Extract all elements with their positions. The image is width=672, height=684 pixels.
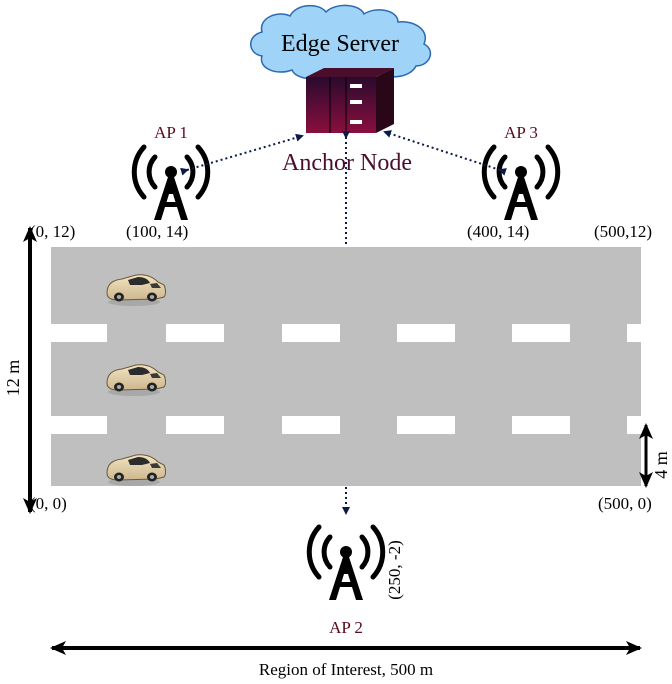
server-icon — [306, 68, 394, 133]
edge-server-label: Edge Server — [281, 31, 399, 57]
corner-top-right: (500,12) — [594, 222, 652, 241]
corner-bottom-left: (0, 0) — [30, 494, 67, 513]
link-ap3-server — [383, 130, 507, 176]
ap1-coords: (100, 14) — [126, 222, 188, 241]
cloud-icon — [250, 4, 432, 81]
ap1-label: AP 1 — [154, 123, 188, 142]
region-label: Region of Interest, 500 m — [259, 660, 433, 679]
height-label: 12 m — [3, 360, 23, 397]
ap3-coords: (400, 14) — [467, 222, 529, 241]
lane-markings — [51, 324, 641, 434]
ap2-label: AP 2 — [329, 618, 363, 637]
ap2-coords: (250, -2) — [385, 540, 404, 599]
antenna-icon — [309, 527, 382, 600]
antenna-icon — [134, 147, 207, 220]
lane-label: 4 m — [651, 451, 671, 479]
antenna-icon — [484, 147, 557, 220]
corner-top-left: (0, 12) — [30, 222, 75, 241]
corner-bottom-right: (500, 0) — [598, 494, 652, 513]
ap3-label: AP 3 — [504, 123, 538, 142]
